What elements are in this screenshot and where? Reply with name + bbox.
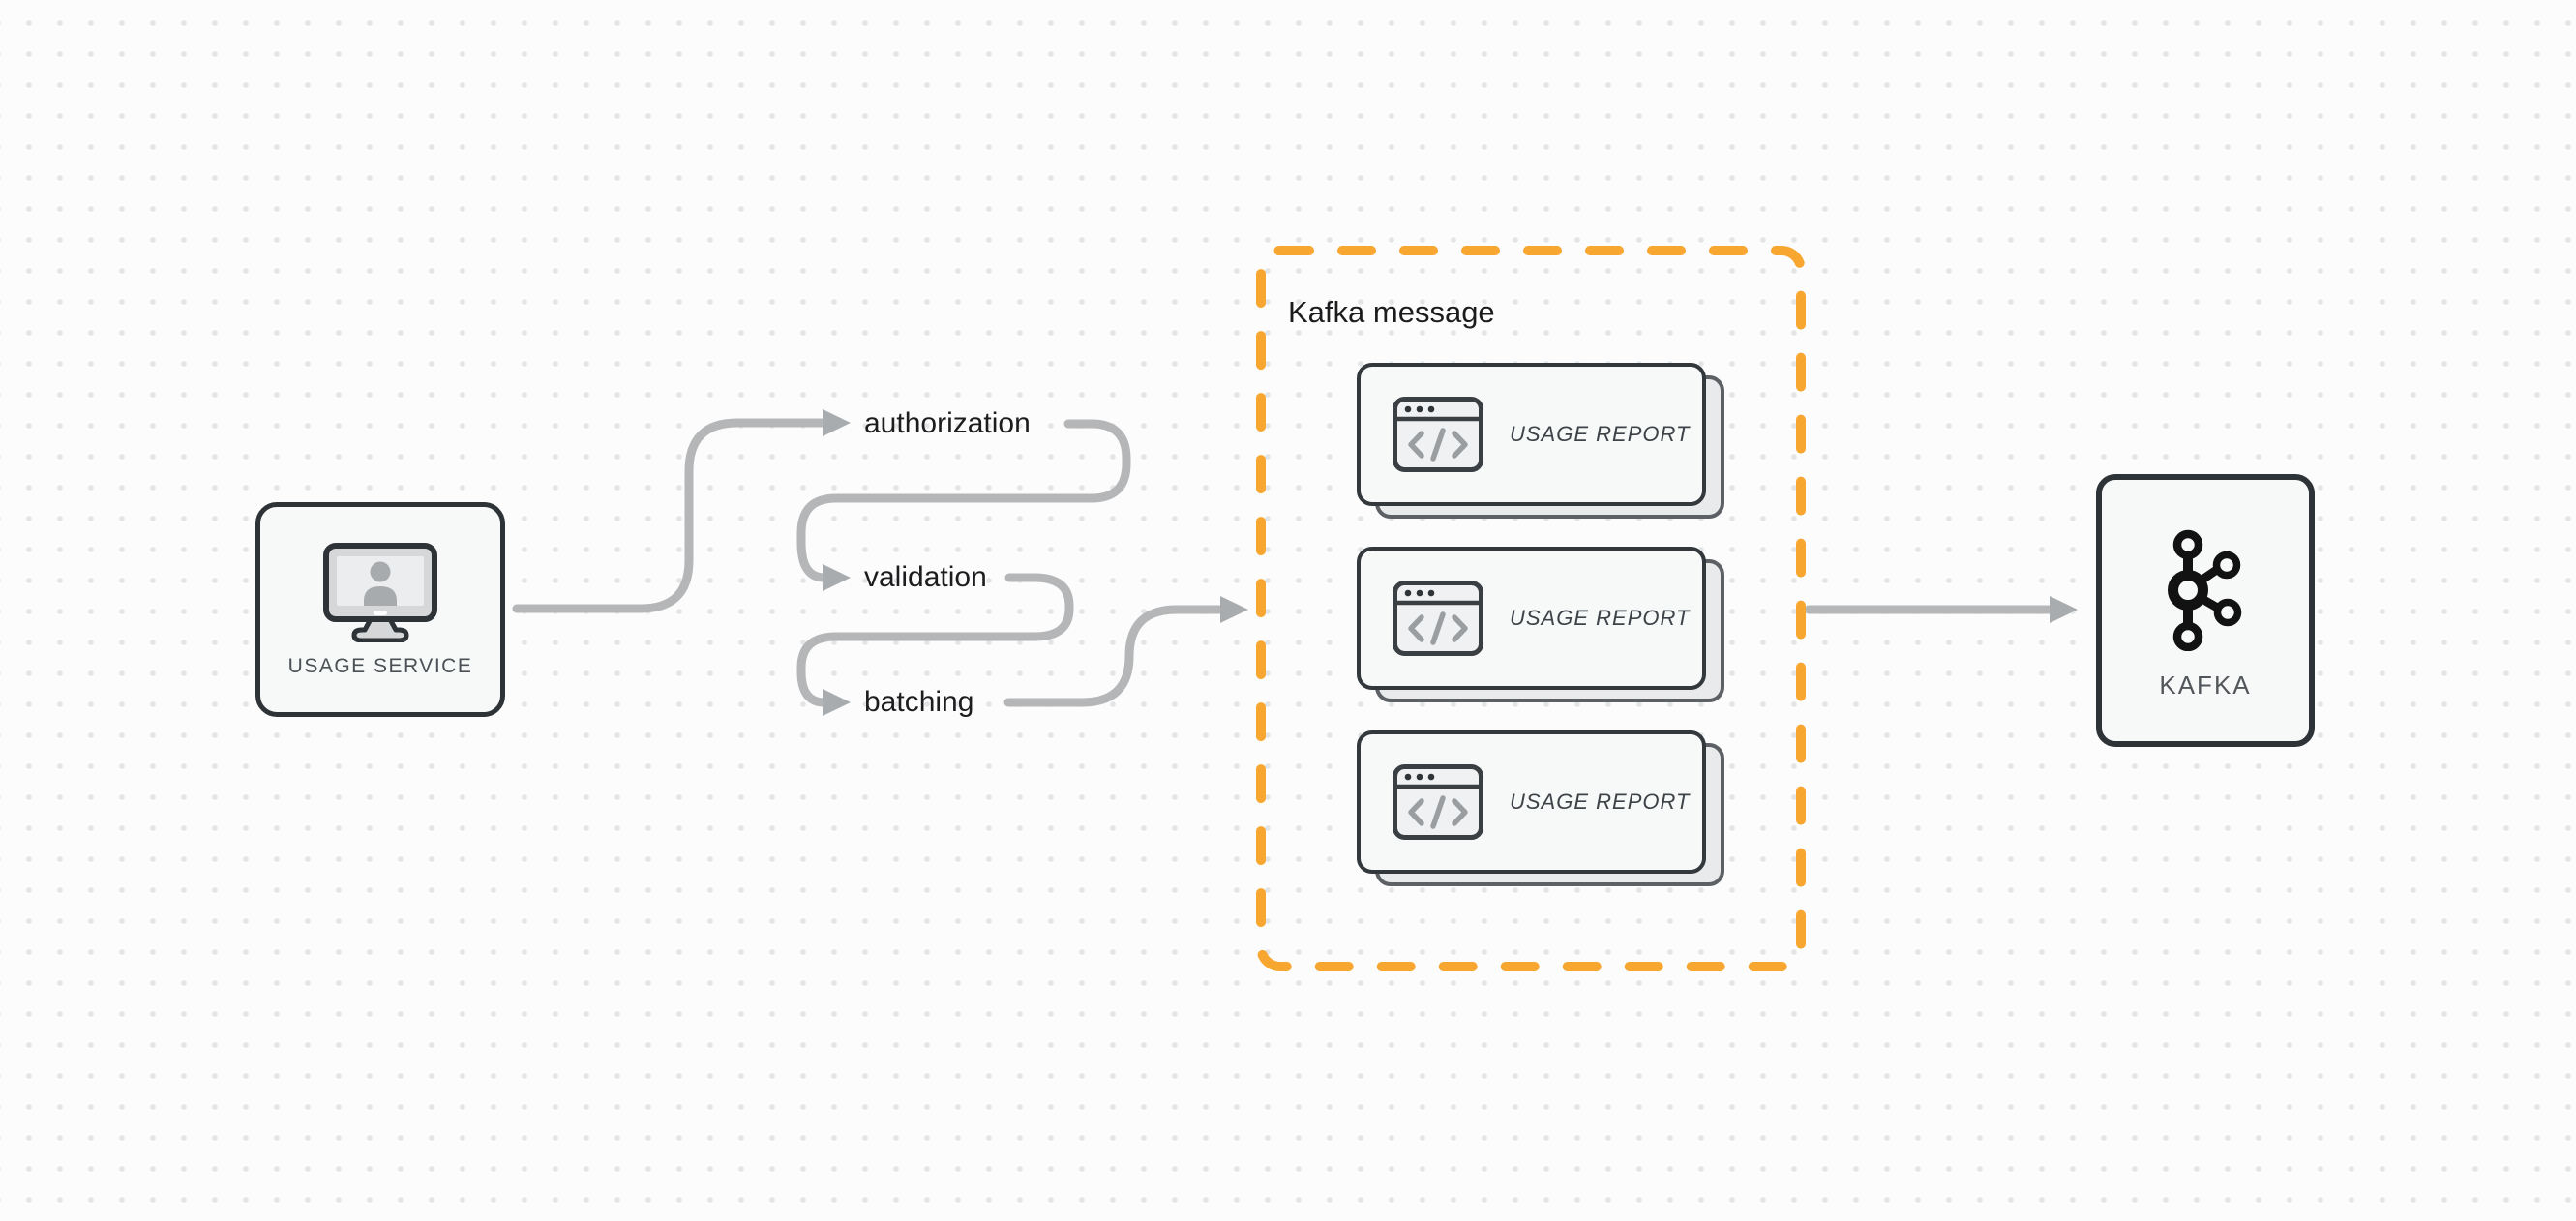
step-batching: batching — [864, 686, 974, 718]
usage-report-card: USAGE REPORT — [1357, 547, 1706, 690]
node-usage-service: USAGE SERVICE — [255, 502, 505, 717]
edge-validation-to-batching — [796, 573, 1074, 707]
arrowhead-batching — [823, 689, 851, 716]
edge-batching-to-kafka-message — [1003, 605, 1224, 707]
usage-report-card: USAGE REPORT — [1357, 730, 1706, 874]
step-validation: validation — [864, 561, 987, 593]
arrowhead-authorization — [823, 409, 851, 436]
usage-service-label: USAGE SERVICE — [287, 654, 473, 677]
arrowhead-validation — [823, 564, 851, 591]
kafka-message-group-border — [1256, 246, 1806, 971]
arrowhead-kafka-message — [1220, 596, 1248, 623]
user-monitor-icon — [323, 542, 437, 642]
usage-report-label: USAGE REPORT — [1510, 422, 1691, 446]
code-window-icon — [1393, 397, 1483, 472]
step-authorization: authorization — [864, 407, 1031, 439]
edge-authorization-to-validation — [796, 419, 1131, 582]
kafka-message-group-title: Kafka message — [1288, 295, 1495, 329]
usage-report-card: USAGE REPORT — [1357, 363, 1706, 506]
arrowhead-kafka — [2050, 596, 2078, 623]
kafka-logo-icon — [2168, 529, 2242, 651]
node-kafka: KAFKA — [2096, 474, 2315, 747]
kafka-label: KAFKA — [2159, 670, 2252, 700]
code-window-icon — [1393, 581, 1483, 656]
usage-report-label: USAGE REPORT — [1510, 789, 1691, 814]
code-window-icon — [1393, 764, 1483, 840]
edge-usage-to-authorization — [512, 418, 826, 613]
usage-report-label: USAGE REPORT — [1510, 606, 1691, 630]
